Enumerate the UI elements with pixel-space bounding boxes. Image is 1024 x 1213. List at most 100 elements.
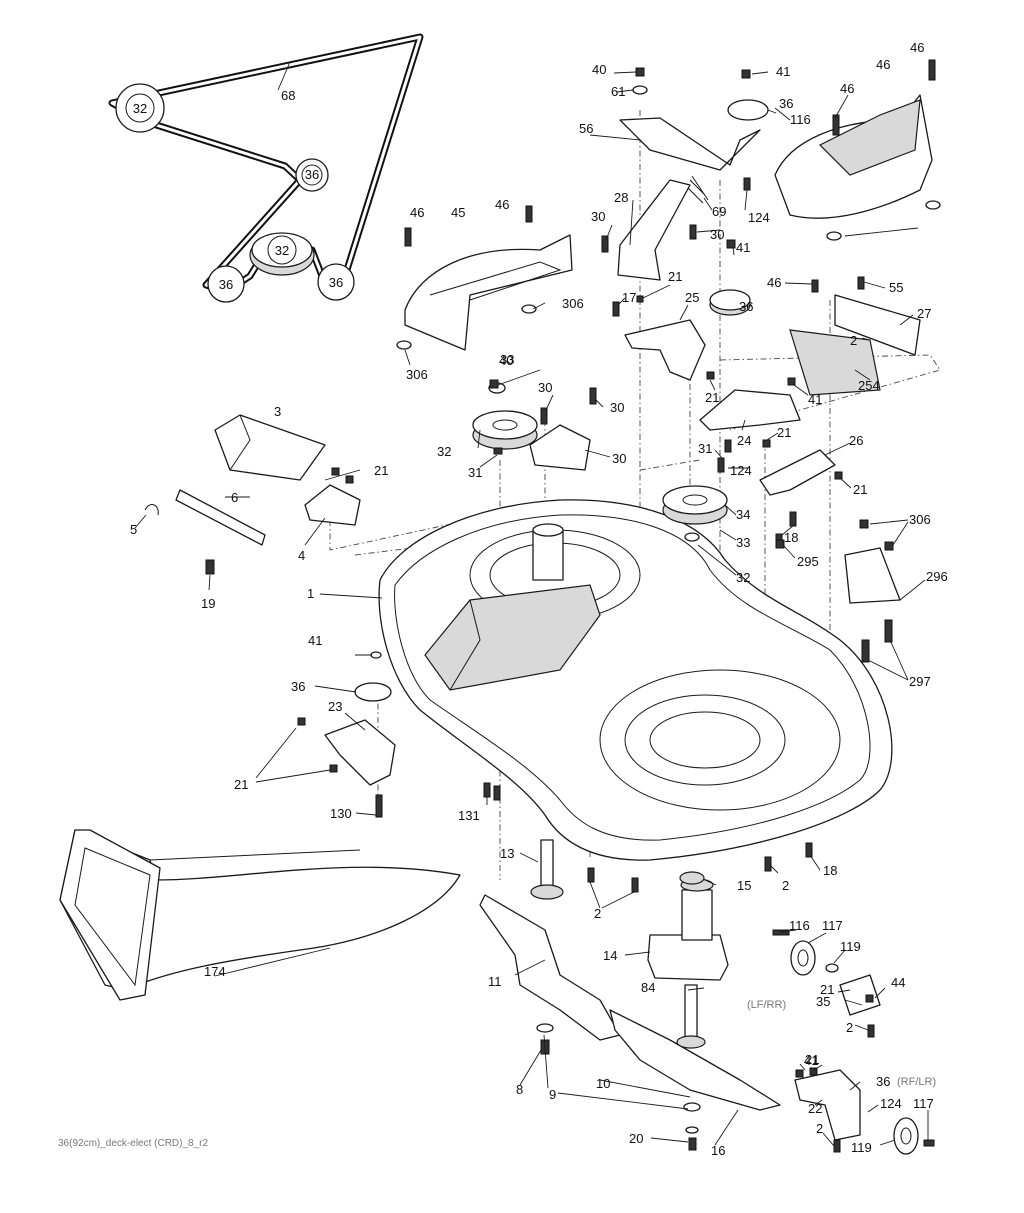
belt-cover-right (774, 94, 933, 219)
callout: 41 (776, 64, 790, 79)
callout: 254 (858, 378, 880, 393)
callout: 30 (538, 380, 552, 395)
callout: 41 (804, 1053, 818, 1068)
callout: 27 (917, 306, 931, 321)
bracket-4 (304, 484, 361, 526)
callout: 174 (204, 964, 226, 979)
svg-text:36: 36 (305, 167, 319, 182)
pulley-33-left (472, 382, 538, 450)
callout: 130 (330, 806, 352, 821)
svg-text:32: 32 (275, 243, 289, 258)
callout: 8 (516, 1082, 523, 1097)
bracket-25 (759, 449, 836, 496)
callout: 297 (909, 674, 931, 689)
callout: 84 (641, 980, 655, 995)
callout: 16 (711, 1143, 725, 1158)
callout: 21 (705, 390, 719, 405)
callout: 30 (591, 209, 605, 224)
belt-pulley: 32 (115, 83, 165, 133)
callout: 40 (499, 353, 513, 368)
callout: 36 (739, 299, 753, 314)
callout: 2 (846, 1020, 853, 1035)
callout: 2 (816, 1121, 823, 1136)
callout: 117 (822, 918, 843, 933)
bracket-55 (619, 117, 761, 171)
bracket-28 (529, 424, 591, 471)
callout: 14 (603, 948, 617, 963)
callout: 15 (737, 878, 751, 893)
callout-labels: 1 2 2 2 2 2 3 4 5 6 8 9 10 11 13 14 15 1… (130, 40, 948, 1158)
callout: 131 (458, 808, 480, 823)
svg-text:36: 36 (329, 275, 343, 290)
callout: 41 (308, 633, 322, 648)
spindle-left (530, 839, 564, 900)
callout: 26 (849, 433, 863, 448)
callout: 35 (816, 994, 830, 1009)
callout: 20 (629, 1131, 643, 1146)
callout: 46 (910, 40, 924, 55)
callout: 116 (790, 112, 811, 127)
belt-cover-left (404, 234, 573, 351)
callout: 36 (779, 96, 793, 111)
callout: 25 (685, 290, 699, 305)
callout: 18 (823, 863, 837, 878)
belt-pulley: 36 (317, 263, 355, 301)
fasteners (144, 59, 941, 1153)
wheel-bracket-35 (794, 1069, 861, 1141)
gauge-wheel-rf (893, 1117, 919, 1155)
bracket-24 (624, 319, 706, 381)
callout: 23 (328, 699, 342, 714)
callout: 2 (850, 333, 857, 348)
callout: 306 (562, 296, 584, 311)
callout: 21 (820, 982, 834, 997)
callout: 306 (909, 512, 931, 527)
callout: 13 (500, 846, 514, 861)
callout: 40 (592, 62, 606, 77)
discharge-chute (59, 829, 461, 1001)
bracket-22 (324, 719, 396, 786)
bracket-3 (214, 414, 326, 481)
idler-pulley (354, 99, 769, 702)
callout: 306 (406, 367, 428, 382)
svg-text:32: 32 (133, 101, 147, 116)
callout: 17 (622, 290, 636, 305)
belt-guard (789, 329, 881, 396)
callout: 44 (891, 975, 905, 990)
belt-routing-diagram: 32 36 32 36 36 68 (108, 33, 424, 303)
callout: 30 (612, 451, 626, 466)
callout: 32 (437, 444, 451, 459)
callout: 10 (596, 1076, 610, 1091)
callout: 33 (500, 352, 514, 367)
callout: 36 (291, 679, 305, 694)
callout: 295 (797, 554, 819, 569)
callout: 46 (876, 57, 890, 72)
callout: 46 (410, 205, 424, 220)
callout: 11 (488, 974, 502, 989)
callout: 21 (374, 463, 388, 478)
callout: 124 (730, 463, 752, 478)
blade-right (609, 1009, 781, 1111)
callout: 124 (748, 210, 770, 225)
note-rf-lr: (RF/LR) (897, 1076, 936, 1088)
callout: 296 (926, 569, 948, 584)
callout: 24 (737, 433, 751, 448)
callout: 9 (549, 1087, 556, 1102)
callout: 21 (668, 269, 682, 284)
callout-belt: 68 (281, 88, 295, 103)
rod-6 (175, 489, 266, 546)
callout: 116 (789, 918, 810, 933)
callout: 19 (201, 596, 215, 611)
callout: 22 (808, 1101, 822, 1116)
wheel-bracket-34 (839, 974, 881, 1016)
callout: 30 (710, 227, 724, 242)
callout: 21 (234, 777, 248, 792)
callout: 55 (889, 280, 903, 295)
callout: 18 (784, 530, 798, 545)
belt-pulley: 32 (249, 232, 315, 276)
callout: 45 (451, 205, 465, 220)
callout: 124 (880, 1096, 902, 1111)
callout: 6 (231, 490, 238, 505)
callout: 69 (712, 204, 726, 219)
callout: 41 (808, 392, 822, 407)
callout: 30 (610, 400, 624, 415)
